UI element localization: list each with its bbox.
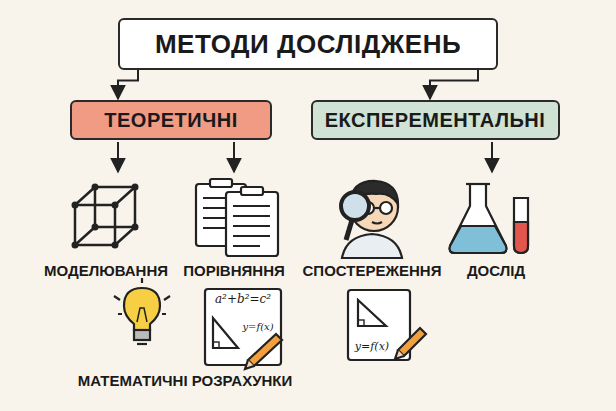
method-label: МАТЕМАТИЧНІ РОЗРАХУНКИ [78, 372, 292, 389]
method-label: МОДЕЛЮВАННЯ [44, 262, 168, 279]
node-text: МЕТОДИ ДОСЛІДЖЕНЬ [155, 29, 461, 60]
function-card-icon [348, 290, 426, 360]
formula-text: a²+b²=c² [215, 292, 271, 306]
method-label: ДОСЛІД [467, 262, 525, 279]
title-box: МЕТОДИ ДОСЛІДЖЕНЬ [118, 18, 498, 70]
cube-icon [72, 184, 139, 249]
formula-text: y=f(x) [242, 321, 273, 332]
category-box: ТЕОРЕТИЧНІ [70, 100, 272, 140]
node-text: ЕКСПЕРЕМЕНТАЛЬНІ [325, 109, 546, 132]
math-card-icon [205, 289, 282, 369]
documents-icon [196, 179, 278, 256]
flasks-icon [450, 184, 528, 253]
formula-text: y=f(x) [355, 340, 389, 353]
observer-icon [341, 181, 402, 258]
node-text: ТЕОРЕТИЧНІ [104, 109, 237, 132]
method-label: ПОРІВНЯННЯ [183, 262, 285, 279]
category-box: ЕКСПЕРЕМЕНТАЛЬНІ [311, 100, 560, 140]
lightbulb-icon [114, 278, 170, 344]
connector-arrow [118, 70, 138, 99]
connector-arrow [430, 70, 478, 99]
method-label: СПОСТЕРЕЖЕННЯ [303, 262, 442, 279]
leader-arrows [118, 142, 492, 172]
